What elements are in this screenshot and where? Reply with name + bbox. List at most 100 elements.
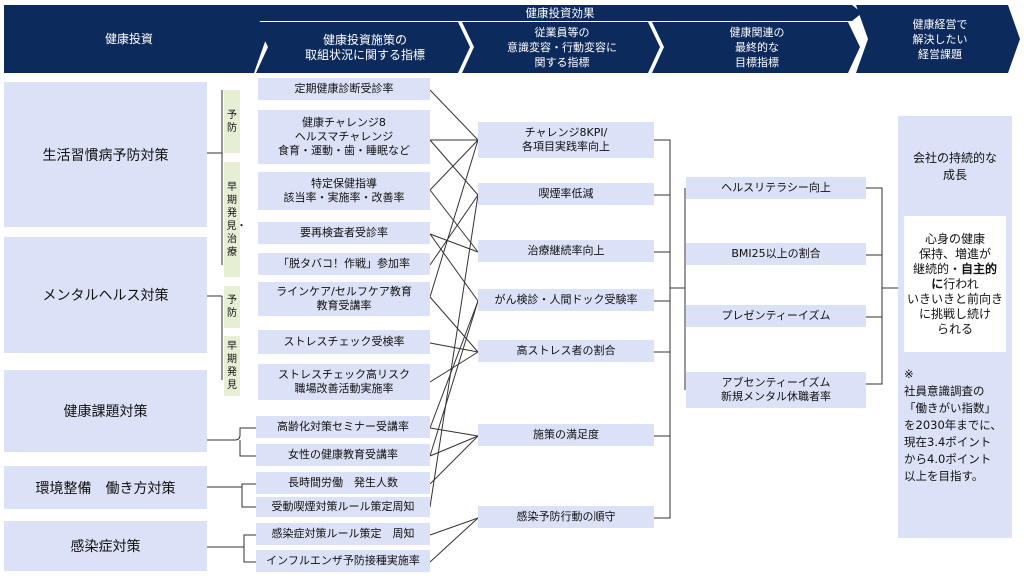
tag-prevention-2-text: 予防: [227, 295, 237, 319]
link-m10-b6: [429, 435, 479, 457]
link-m10-b4: [429, 300, 479, 457]
bracket-outcomes-right: [866, 187, 883, 385]
category-health-issues: 健康課題対策: [4, 370, 207, 452]
measure-stress-high-risk: ストレスチェック高リスク 職場改善活動実施率: [258, 364, 430, 402]
behavior-infection-prevention: 感染予防行動の順守: [478, 506, 654, 530]
measure-infection-rules: 感染症対策ルール策定 周知: [256, 523, 430, 547]
link-m14-b7: [429, 517, 479, 563]
outcome-absenteeism: アブセンティーイズム 新規メンタル休職者率: [686, 372, 866, 410]
measure-health-challenge: 健康チャレンジ8 ヘルスマチャレンジ 食育・運動・歯・睡眠など: [258, 110, 430, 166]
measure-women-health: 女性の健康教育受講率: [256, 444, 430, 468]
header-col5-label: 健康経営で 解決したい 経営課題: [870, 5, 1010, 73]
header-col3-line1: 従業員等の: [534, 26, 590, 39]
connector-cat3: [207, 427, 256, 457]
behavior-smoking-rate: 喫煙率低減: [478, 183, 654, 207]
header-col3-line2: 意識変容・行動変容に: [507, 41, 617, 54]
link-m6-b1: [429, 139, 479, 298]
link-m3-b1: [429, 139, 479, 191]
header-col5-line1: 健康経営で: [912, 17, 968, 31]
link-m12-b2: [429, 194, 479, 508]
goal-inner-line1: 心身の健康: [924, 231, 985, 246]
goal-inner-line3: 継続的・自主的: [913, 262, 997, 277]
header-col5-line2: 解決したい: [912, 32, 968, 46]
category-mental-health: メンタルヘルス対策: [4, 237, 207, 353]
measure-passive-smoking: 受動喫煙対策ルール策定周知: [256, 497, 430, 519]
header-col3-label: 従業員等の 意識変容・行動変容に 関する指標: [476, 22, 648, 73]
header-col4-line1: 健康関連の: [729, 26, 785, 39]
header-col2-label: 健康投資施策の 取組状況に関する指標: [272, 24, 458, 72]
goal-inner-box: 心身の健康 保持、増進が 継続的・自主的 に行われ いきいきと前向き に挑戦し続…: [904, 216, 1006, 352]
header-col3: [462, 22, 660, 73]
goal-inner-line2: 保持、増進が: [918, 246, 991, 261]
header-col3-line3: 関する指標: [534, 56, 590, 69]
header-effects-label: 健康投資効果: [525, 5, 595, 20]
header-col1: [4, 5, 266, 73]
header-col2: [256, 22, 470, 73]
link-m1-b1: [429, 89, 479, 141]
goal-inner-line4a: に: [931, 276, 944, 291]
goal-inner-line5: いきいきと前向き: [906, 291, 1003, 306]
link-m4-b4: [429, 233, 479, 302]
header-col5-line3: 経営課題: [918, 47, 962, 61]
tag-early-detection-1-text: 早期発見・治療: [226, 181, 247, 258]
header-col1-label: 健康投資: [104, 31, 153, 46]
behavior-satisfaction: 施策の満足度: [478, 424, 654, 448]
measure-health-checkup: 定期健康診断受診率: [258, 78, 430, 102]
tag-prevention-1: 予防: [224, 90, 240, 153]
link-m3-b3: [429, 189, 479, 253]
goal-inner-line4: に行われ: [931, 277, 978, 292]
link-m13-b7: [429, 517, 479, 536]
header-col4-label: 健康関連の 最終的な 目標指標: [666, 22, 848, 73]
connector-cat5: [207, 534, 256, 563]
tag-early-detection-2-text: 早期発見: [227, 341, 237, 391]
measure-line-self-care: ラインケア/セルフケア教育 教育受講率: [258, 282, 430, 318]
link-m9-b4: [429, 300, 479, 429]
header-banner-effects: [254, 5, 862, 21]
link-m7-b5: [429, 342, 479, 353]
behavior-challenge8-kpi: チャレンジ8KPI/ 各項目実践率向上: [478, 122, 654, 160]
outcome-presenteeism: プレゼンティーイズム: [686, 305, 866, 329]
measure-long-hours: 長時間労働 発生人数: [256, 472, 430, 496]
link-m6-b5: [429, 296, 479, 353]
behavior-cancer-screening: がん検診・人間ドック受験率: [478, 289, 654, 313]
measure-quit-smoking: 「脱タバコ！作戦」参加率: [258, 253, 430, 277]
measure-specific-guidance: 特定保健指導 該当率・実施率・改善率: [258, 172, 430, 212]
link-m2-b2: [429, 139, 479, 196]
behavior-high-stress-ratio: 高ストレス者の割合: [478, 340, 654, 364]
goal-inner-line4b: 行われ: [943, 276, 979, 291]
header-col2-line1: 健康投資施策の: [322, 33, 407, 47]
category-environment-workstyle: 環境整備 働き方対策: [4, 466, 207, 509]
header-col2-line2: 取組状況に関する指標: [304, 48, 425, 62]
category-lifestyle-disease: 生活習慣病予防対策: [4, 82, 207, 227]
goal-inner-line7: られる: [936, 321, 973, 336]
measure-flu-vaccine: インフルエンザ予防接種実施率: [256, 550, 430, 574]
header-col4-line2: 最終的な: [735, 41, 779, 54]
goal-inner-line3a: 継続的・: [912, 261, 961, 276]
goal-note: ※ 社員意識調査の 「働きがい指数」 を2030年までに、 現在3.4ポイント …: [904, 367, 1002, 483]
category-infection: 感染症対策: [4, 521, 207, 571]
outcome-health-literacy: ヘルスリテラシー向上: [686, 177, 866, 201]
link-m11-b6: [429, 435, 479, 485]
link-m5-b2: [429, 194, 479, 266]
tag-early-detection-1: 早期発見・治療: [224, 162, 247, 277]
measure-aging-seminar: 高齢化対策セミナー受講率: [256, 416, 430, 440]
header-col4: [652, 22, 860, 73]
tag-early-detection-2: 早期発見: [224, 336, 240, 396]
bracket-behaviors: [654, 139, 671, 519]
outcome-bmi25: BMI25以上の割合: [686, 243, 866, 267]
measure-stress-check: ストレスチェック受検率: [258, 330, 430, 356]
behavior-treatment-continuation: 治療継続率向上: [478, 240, 654, 264]
measure-reexam: 要再検査者受診率: [258, 222, 430, 246]
header-col4-line3: 目標指標: [735, 56, 779, 69]
link-m8-b5: [429, 351, 479, 383]
connector-cat4: [207, 483, 256, 508]
goal-inner-line6: に挑戦し続け: [918, 306, 991, 321]
goal-panel: 会社の持続的な 成長 心身の健康 保持、増進が 継続的・自主的 に行われ いきい…: [898, 116, 1012, 538]
header-col5: [856, 5, 1020, 73]
goal-inner-line3b: 自主的: [961, 261, 998, 276]
tag-prevention-2: 予防: [224, 286, 240, 328]
goal-title: 会社の持続的な 成長: [912, 151, 997, 182]
tag-prevention-1-text: 予防: [227, 109, 237, 134]
